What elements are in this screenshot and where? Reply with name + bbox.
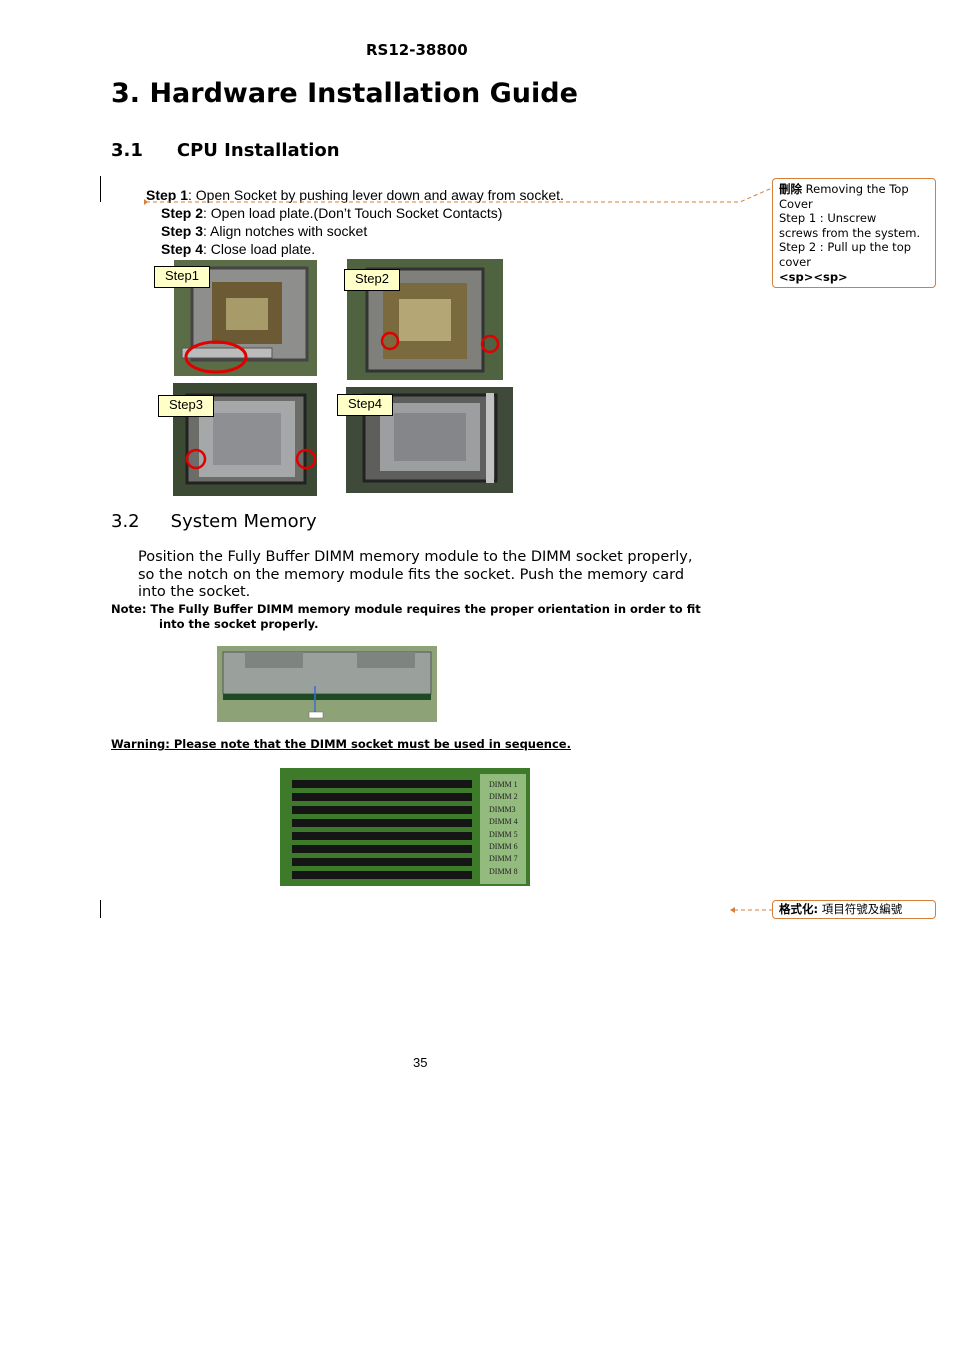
paragraph-line: so the notch on the memory module fits t… — [138, 566, 685, 583]
change-bar — [100, 176, 101, 202]
paragraph-line: Position the Fully Buffer DIMM memory mo… — [138, 549, 693, 565]
step-1-line: Step 1: Open Socket by pushing lever dow… — [146, 186, 564, 204]
comment-text: Step 2 : Pull up the top — [779, 240, 912, 255]
dimm-label: DIMM 2 — [489, 792, 518, 802]
step-label: Step 3 — [161, 223, 204, 239]
format-comment-connector — [730, 907, 772, 913]
section-title: System Memory — [170, 511, 317, 532]
photo-label-step1: Step1 — [154, 266, 210, 288]
dimm-label: DIMM 6 — [489, 842, 518, 852]
step-label: Step 2 — [161, 205, 204, 221]
step-text: : Align notches with socket — [203, 223, 368, 239]
comment-connector — [144, 187, 773, 205]
photo-label-step4: Step4 — [337, 394, 393, 416]
comment-text: screws from the system. — [779, 225, 921, 240]
step-4-line: Step 4: Close load plate. — [161, 240, 315, 258]
chapter-title: 3. Hardware Installation Guide — [111, 78, 578, 109]
step-label: Step 4 — [161, 241, 204, 257]
document-id: RS12-38800 — [366, 41, 468, 59]
memory-paragraph: Position the Fully Buffer DIMM memory mo… — [138, 549, 718, 602]
step-text: : Close load plate. — [203, 241, 316, 257]
warning-text: Warning: Please note that the DIMM socke… — [111, 737, 571, 751]
note-line: Note: The Fully Buffer DIMM memory modul… — [111, 602, 701, 616]
dimm-label: DIMM 7 — [489, 854, 518, 864]
step-text: : Open Socket by pushing lever down and … — [188, 187, 564, 203]
dimm-label: DIMM 4 — [489, 817, 518, 827]
step-3-line: Step 3: Align notches with socket — [161, 222, 367, 240]
dimm-label: DIMM 1 — [489, 780, 518, 789]
photo-label-step2: Step2 — [344, 269, 400, 291]
comment-text: Step 1 : Unscrew — [779, 211, 877, 226]
comment-text: 項目符號及編號 — [818, 902, 903, 916]
comment-tag: 格式化: — [779, 902, 819, 916]
dimm-module-photo — [217, 646, 437, 722]
step-text: : Open load plate.(Don’t Touch Socket Co… — [203, 205, 503, 221]
memory-note: Note: The Fully Buffer DIMM memory modul… — [111, 602, 701, 632]
cpu-socket-photo-step4 — [346, 387, 513, 493]
section-heading-memory: 3.2 System Memory — [111, 511, 317, 532]
dimm-label: DIMM 5 — [489, 829, 518, 839]
step-label: Step 1 — [146, 187, 189, 203]
step-2-line: Step 2: Open load plate.(Don’t Touch Soc… — [161, 204, 502, 222]
dimm-slot-labels: DIMM 1 DIMM 2 DIMM3 DIMM 4 DIMM 5 DIMM 6… — [489, 779, 518, 878]
section-title: CPU Installation — [176, 140, 340, 161]
comment-text: Removing the Top — [802, 182, 909, 196]
comment-tag: 刪除 — [779, 182, 802, 196]
paragraph-line: into the socket. — [138, 584, 251, 600]
page-number: 35 — [413, 1055, 428, 1070]
comment-text: <sp><sp> — [779, 269, 848, 284]
cpu-socket-photo-step1 — [174, 260, 317, 376]
change-bar — [100, 900, 101, 918]
dimm-label: DIMM 8 — [489, 866, 518, 876]
photo-label-step3: Step3 — [158, 395, 214, 417]
note-line: into the socket properly. — [159, 617, 319, 631]
dimm-slots-photo: DIMM 1 DIMM 2 DIMM3 DIMM 4 DIMM 5 DIMM 6… — [280, 768, 530, 886]
dimm-label: DIMM3 — [489, 804, 516, 814]
comment-text: Cover — [779, 196, 813, 211]
deletion-comment-balloon[interactable]: 刪除 Removing the Top Cover Step 1 : Unscr… — [772, 178, 936, 289]
section-number: 3.2 — [111, 511, 140, 532]
section-number: 3.1 — [111, 140, 143, 161]
format-comment-balloon[interactable]: 格式化: 項目符號及編號 — [772, 900, 936, 919]
section-heading-cpu: 3.1 CPU Installation — [111, 140, 340, 161]
comment-text: cover — [779, 254, 811, 269]
